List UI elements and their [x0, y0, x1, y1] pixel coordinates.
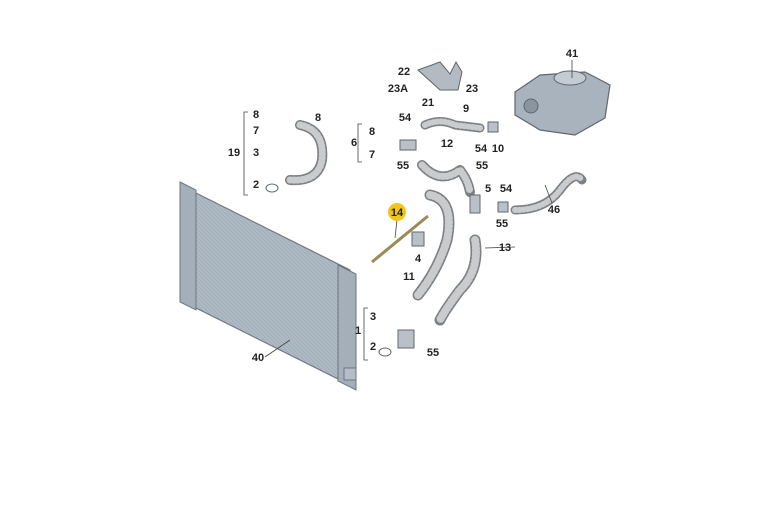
leader-lines — [243, 60, 573, 361]
callout-label: 23 — [466, 83, 478, 95]
callout-label: 7 — [253, 125, 259, 137]
bracket — [417, 60, 463, 91]
callout-label: 8 — [253, 109, 259, 121]
callout-label: 54 — [475, 143, 488, 155]
fittings — [265, 121, 509, 357]
callout-label: 13 — [499, 242, 511, 254]
callout-label: 10 — [492, 143, 504, 155]
callout-label: 21 — [422, 97, 434, 109]
callout-label: 1 — [355, 325, 361, 337]
callout-label: 40 — [252, 352, 264, 364]
callout-label: 55 — [427, 347, 439, 359]
callout-label: 54 — [399, 112, 412, 124]
callout-label: 8 — [369, 126, 375, 138]
callout-label: 54 — [500, 183, 513, 195]
callout-label: 8 — [315, 112, 321, 124]
callout-label: 11 — [403, 271, 415, 283]
callout-label: 19 — [228, 147, 240, 159]
callout-label: 23A — [388, 83, 408, 95]
callout-label: 14 — [391, 207, 404, 219]
callout-label: 5 — [485, 183, 491, 195]
callout-label: 41 — [566, 48, 578, 60]
callout-label: 55 — [476, 160, 488, 172]
callout-label: 2 — [370, 341, 376, 353]
radiator — [179, 181, 357, 391]
callout-label: 46 — [548, 204, 560, 216]
pipe-14 — [371, 214, 429, 264]
callout-label: 4 — [415, 253, 422, 265]
hoses — [285, 117, 587, 326]
callout-label: 55 — [397, 160, 409, 172]
callout-label: 22 — [398, 66, 410, 78]
callout-label: 2 — [253, 179, 259, 191]
callout-label: 6 — [351, 137, 357, 149]
expansion-tank — [514, 70, 611, 136]
callout-label: 7 — [369, 149, 375, 161]
callout-label: 55 — [496, 218, 508, 230]
callout-label: 3 — [370, 311, 376, 323]
callout-label: 9 — [463, 103, 469, 115]
callout-label: 12 — [441, 138, 453, 150]
callout-label: 3 — [253, 147, 259, 159]
highlight-marker — [388, 203, 406, 221]
